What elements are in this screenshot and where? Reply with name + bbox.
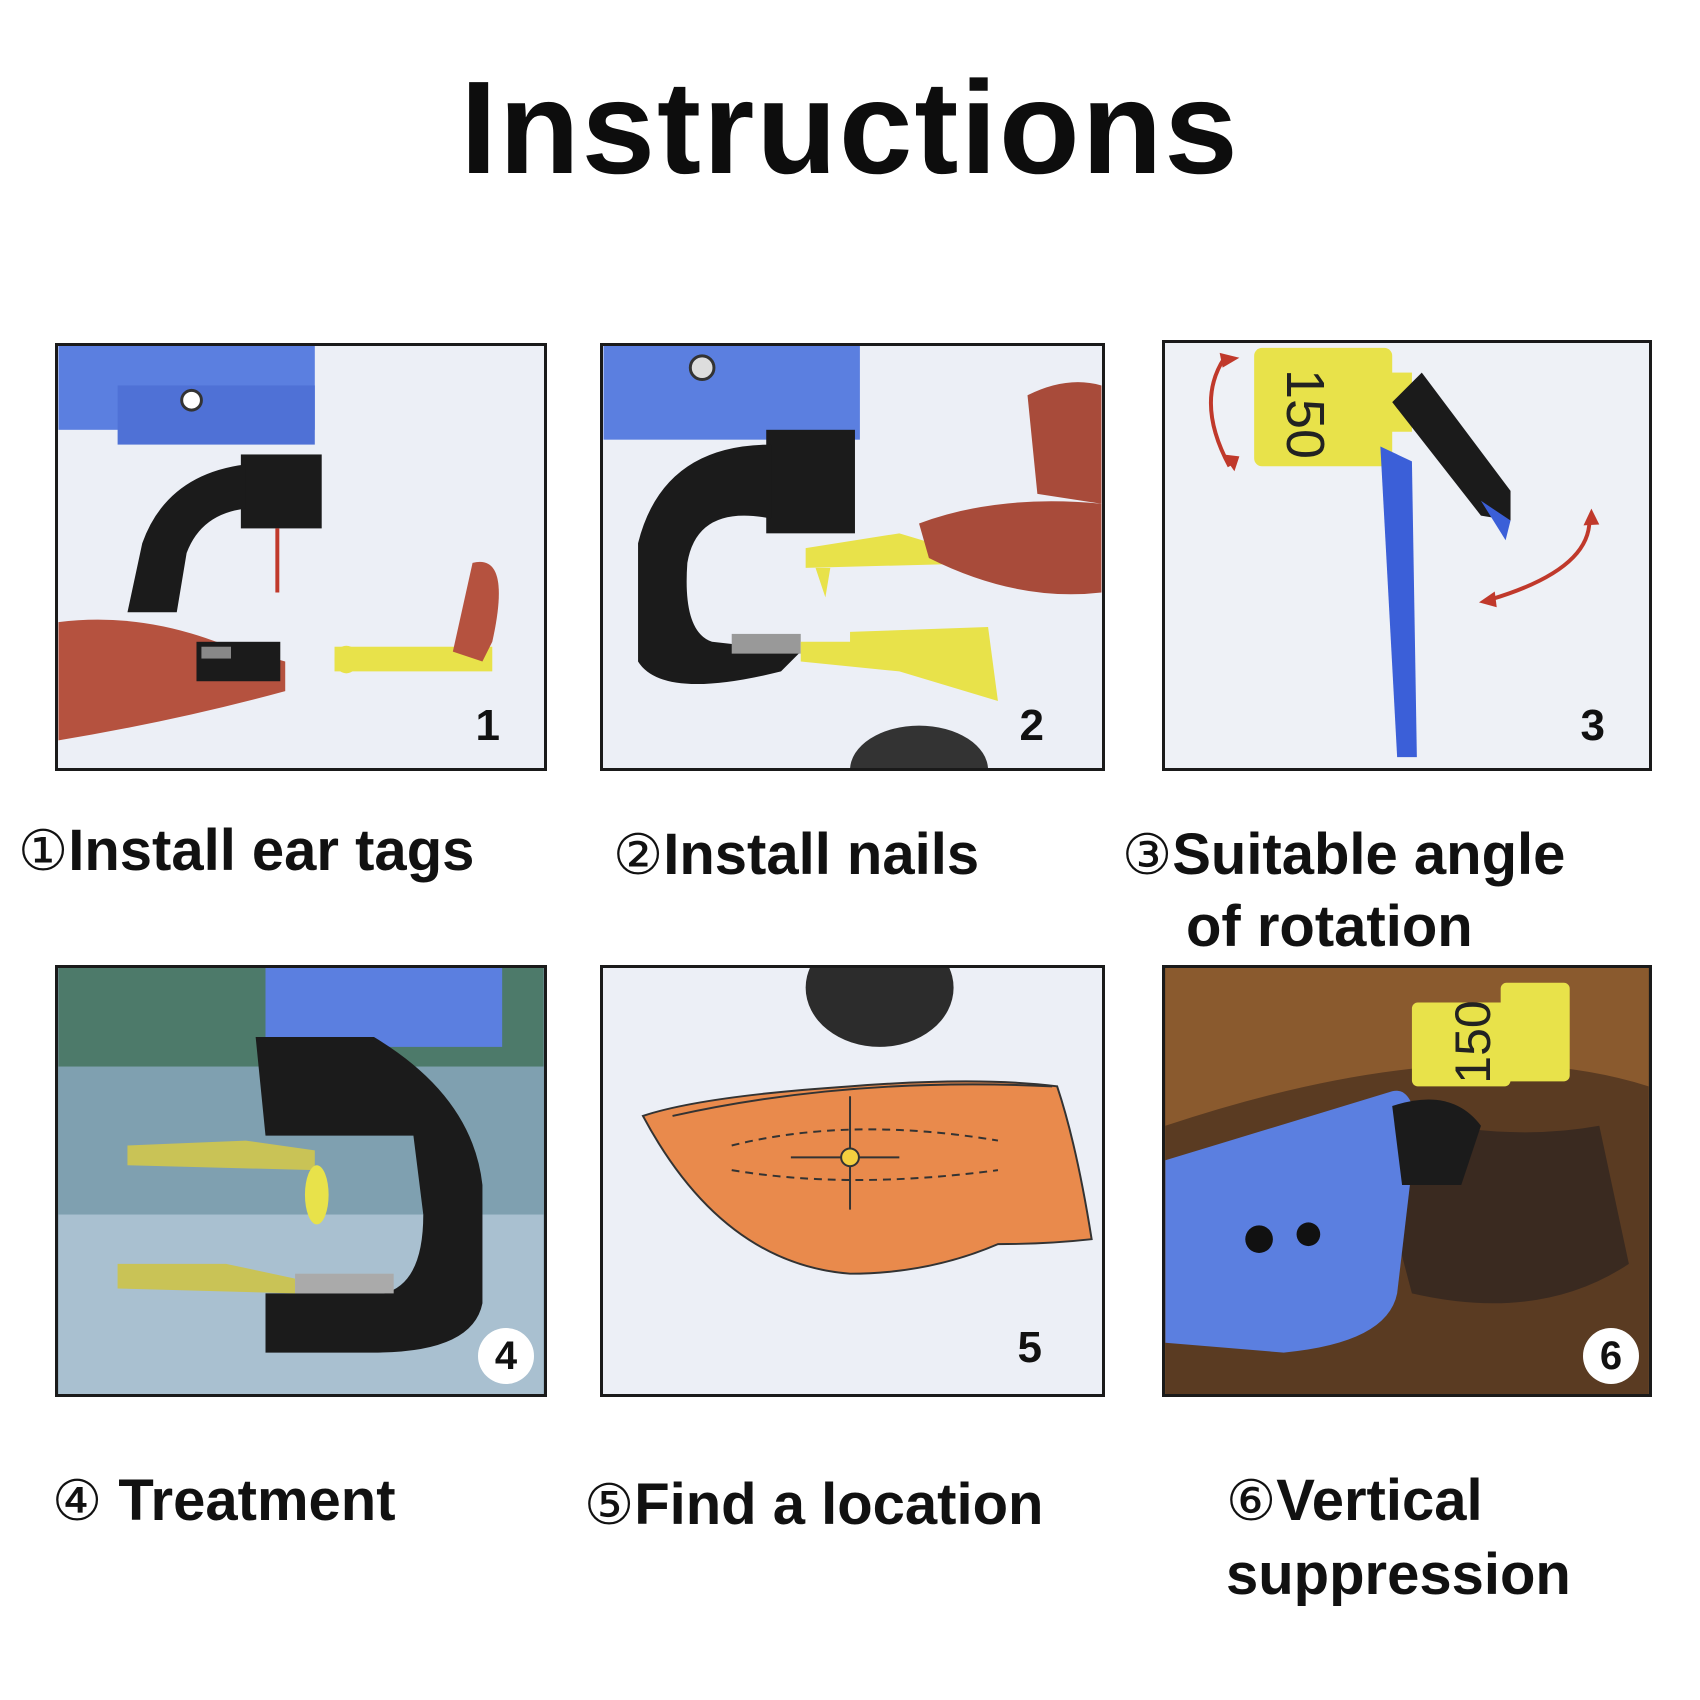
step-4-number: 4 xyxy=(478,1328,534,1384)
step-2-number: 2 xyxy=(1019,701,1044,750)
step-4-marker: ④ xyxy=(52,1469,103,1534)
step-6-caption: ⑥Vertical suppression xyxy=(1226,1462,1571,1615)
rotation-illustration xyxy=(1208,347,1600,758)
step-3-number: 3 xyxy=(1580,701,1605,750)
step-5-marker: ⑤ xyxy=(584,1473,635,1538)
tagging-ear-photo xyxy=(1165,968,1649,1394)
step-6-caption-line2: suppression xyxy=(1226,1542,1571,1608)
tag-number-label-2: 150 xyxy=(1445,1000,1501,1084)
step-3-marker: ③ xyxy=(1122,823,1173,888)
step-2-marker: ② xyxy=(613,823,664,888)
page-title: Instructions xyxy=(460,54,1240,201)
applicator-loading-illustration xyxy=(58,346,499,741)
step-6-image: 150 6 xyxy=(1162,965,1652,1397)
step-3-caption-line2: of rotation xyxy=(1186,894,1473,960)
step-2-caption-text: Install nails xyxy=(663,822,980,887)
step-1-caption: ①Install ear tags xyxy=(18,812,474,890)
step-2-caption: ②Install nails xyxy=(613,816,979,894)
step-6-marker: ⑥ xyxy=(1226,1469,1277,1534)
ear-location-diagram xyxy=(641,968,1093,1275)
step-5-caption-text: Find a location xyxy=(634,1472,1044,1537)
step-4-caption-text: Treatment xyxy=(102,1468,396,1533)
step-3-caption: ③Suitable angle of rotation xyxy=(1122,816,1565,967)
step-1-image: 1 xyxy=(55,343,547,771)
step-1-number: 1 xyxy=(475,701,500,750)
step-4-caption: ④ Treatment xyxy=(52,1462,396,1540)
step-1-marker: ① xyxy=(18,819,69,884)
step-3-image: 150 3 xyxy=(1162,340,1652,771)
step-4-image: 4 xyxy=(55,965,547,1397)
step-6-number: 6 xyxy=(1583,1328,1639,1384)
tag-number-label: 150 xyxy=(1275,368,1335,460)
step-2-image: 2 xyxy=(600,343,1105,771)
step-5-caption: ⑤Find a location xyxy=(584,1466,1043,1544)
disinfection-illustration xyxy=(58,968,544,1394)
nail-loading-illustration xyxy=(603,346,1102,768)
step-5-image: 5 xyxy=(600,965,1105,1397)
step-6-caption-line1: Vertical xyxy=(1276,1468,1483,1533)
step-1-caption-text: Install ear tags xyxy=(68,818,475,883)
step-3-caption-line1: Suitable angle xyxy=(1172,822,1566,887)
step-5-number: 5 xyxy=(1017,1323,1042,1372)
